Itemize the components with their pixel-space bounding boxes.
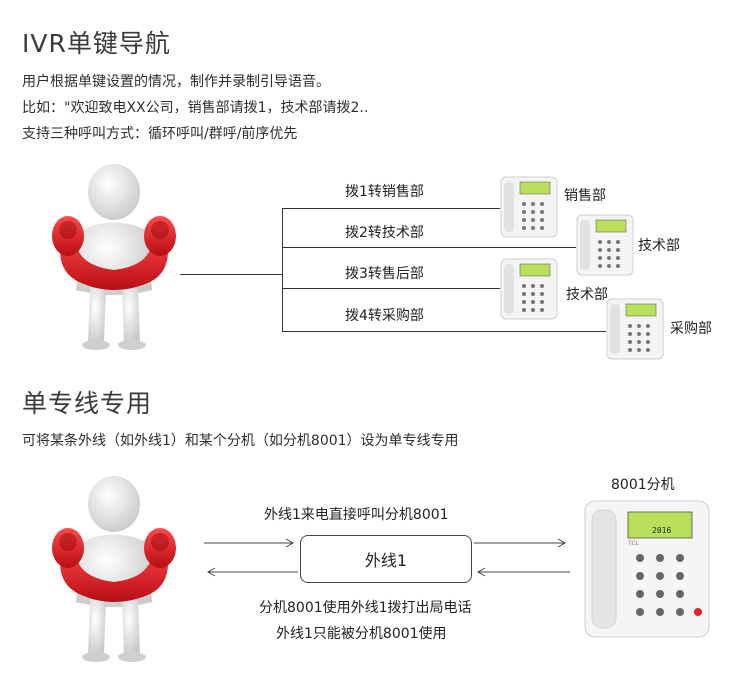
phone-brand: TCL <box>628 540 639 547</box>
dept-label-1: 销售部 <box>564 188 606 204</box>
branch-label-1: 拨1转销售部 <box>345 184 424 200</box>
incoming-note: 外线1来电直接呼叫分机8001 <box>264 507 449 523</box>
trunk-line <box>180 274 282 275</box>
dedicated-title: 单专线专用 <box>22 389 153 418</box>
outgoing-note-1: 分机8001使用外线1拨打出局电话 <box>259 600 472 616</box>
person-with-handset-icon <box>52 476 176 662</box>
branch-line-4 <box>282 331 606 332</box>
phone-screen-text: 2016 <box>652 526 672 535</box>
dept-label-3: 技术部 <box>566 287 608 303</box>
desk-phone-icon <box>500 258 558 320</box>
outside-line-box: 外线1 <box>300 535 472 583</box>
person-with-handset-icon <box>52 164 176 350</box>
arrow-left-icon <box>476 567 570 577</box>
ivr-desc-line-1: 用户根据单键设置的情况，制作并录制引导语音。 <box>22 74 330 90</box>
extension-label: 8001分机 <box>611 477 675 493</box>
outgoing-note-2: 外线1只能被分机8001使用 <box>276 626 447 642</box>
dept-label-2: 技术部 <box>638 238 680 254</box>
ivr-desc-line-2: 比如："欢迎致电XX公司，销售部请拨1，技术部请拨2.. <box>22 100 369 116</box>
ivr-desc-line-3: 支持三种呼叫方式：循环呼叫/群呼/前序优先 <box>22 126 298 142</box>
outside-line-label: 外线1 <box>364 551 408 570</box>
dept-label-4: 采购部 <box>670 321 712 337</box>
arrow-left-icon <box>206 567 298 577</box>
branch-line-1 <box>282 208 500 209</box>
branch-spine <box>282 208 283 332</box>
dedicated-desc: 可将某条外线（如外线1）和某个分机（如分机8001）设为单专线专用 <box>22 433 459 449</box>
branch-line-3 <box>282 288 500 289</box>
branch-label-2: 拨2转技术部 <box>345 225 424 241</box>
arrow-right-icon <box>474 538 567 548</box>
arrow-right-icon <box>204 538 295 548</box>
ivr-title: IVR单键导航 <box>22 29 171 58</box>
desk-phone-icon <box>500 176 558 238</box>
branch-label-4: 拨4转采购部 <box>345 308 424 324</box>
desk-phone-large-icon: 2016 TCL <box>584 500 710 638</box>
branch-label-3: 拨3转售后部 <box>345 266 424 282</box>
desk-phone-icon <box>606 298 664 360</box>
branch-line-2 <box>282 247 576 248</box>
desk-phone-icon <box>576 214 634 276</box>
